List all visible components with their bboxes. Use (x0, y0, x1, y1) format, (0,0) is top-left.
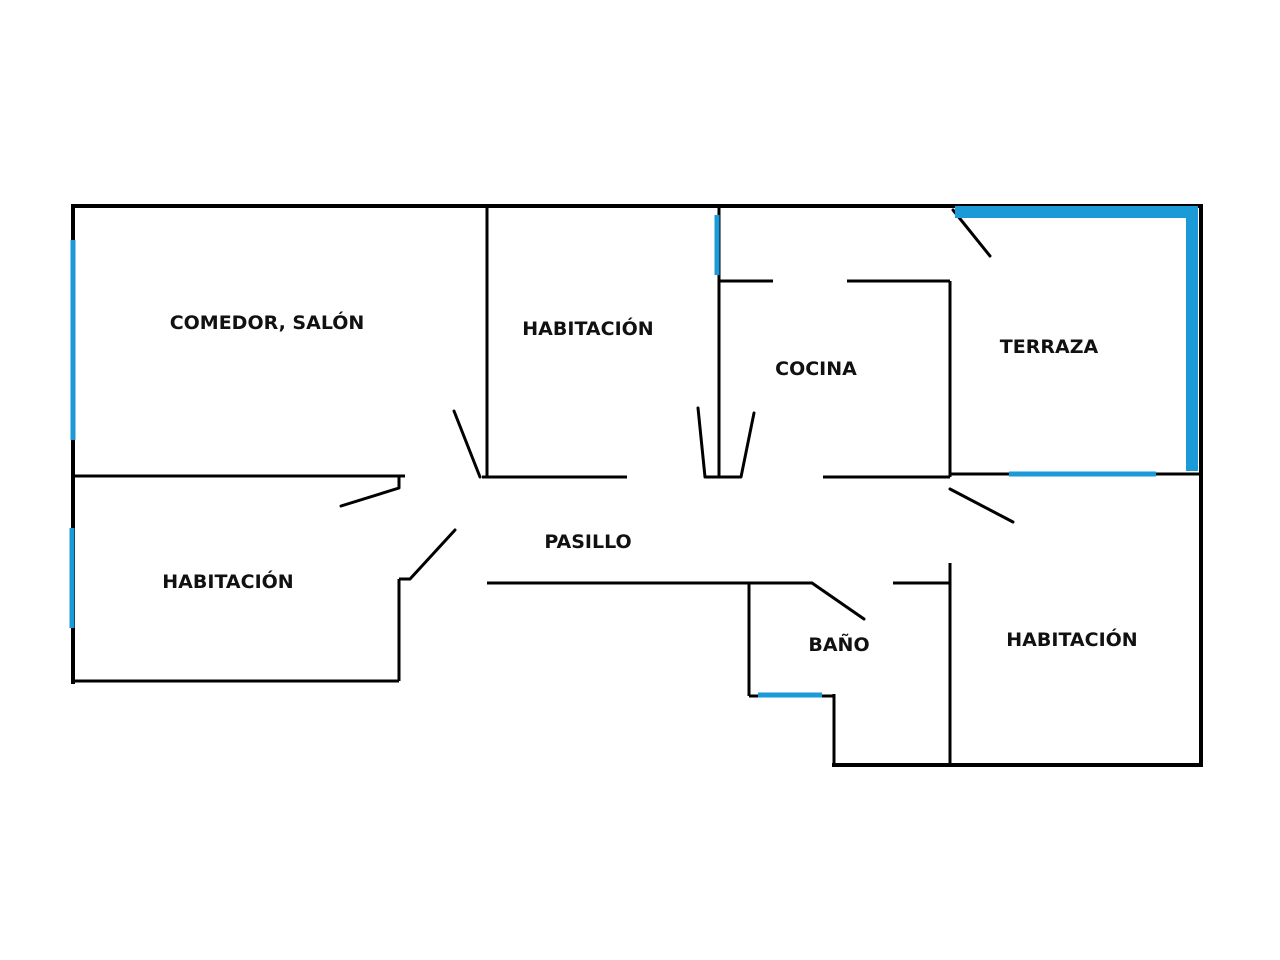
label-habitacion-center: HABITACIÓN (522, 316, 653, 340)
label-bano: BAÑO (808, 632, 869, 656)
door-bano (810, 581, 866, 621)
door-left-room (339, 486, 401, 508)
label-habitacion-left: HABITACIÓN (162, 569, 293, 593)
door-left-room-lower (408, 528, 457, 581)
interior-walls (73, 206, 1201, 765)
label-habitacion-right: HABITACIÓN (1006, 627, 1137, 651)
label-pasillo: PASILLO (544, 531, 631, 553)
windows (69, 206, 1198, 698)
door-cocina (739, 411, 756, 479)
label-cocina: COCINA (775, 358, 857, 380)
door-center-room (696, 406, 707, 479)
door-right-room (948, 487, 1015, 524)
label-comedor-salon: COMEDOR, SALÓN (170, 310, 365, 334)
label-terraza: TERRAZA (1000, 336, 1099, 358)
door-salon (452, 409, 482, 479)
doors (339, 208, 1015, 621)
room-labels: COMEDOR, SALÓN HABITACIÓN COCINA TERRAZA… (162, 310, 1137, 656)
